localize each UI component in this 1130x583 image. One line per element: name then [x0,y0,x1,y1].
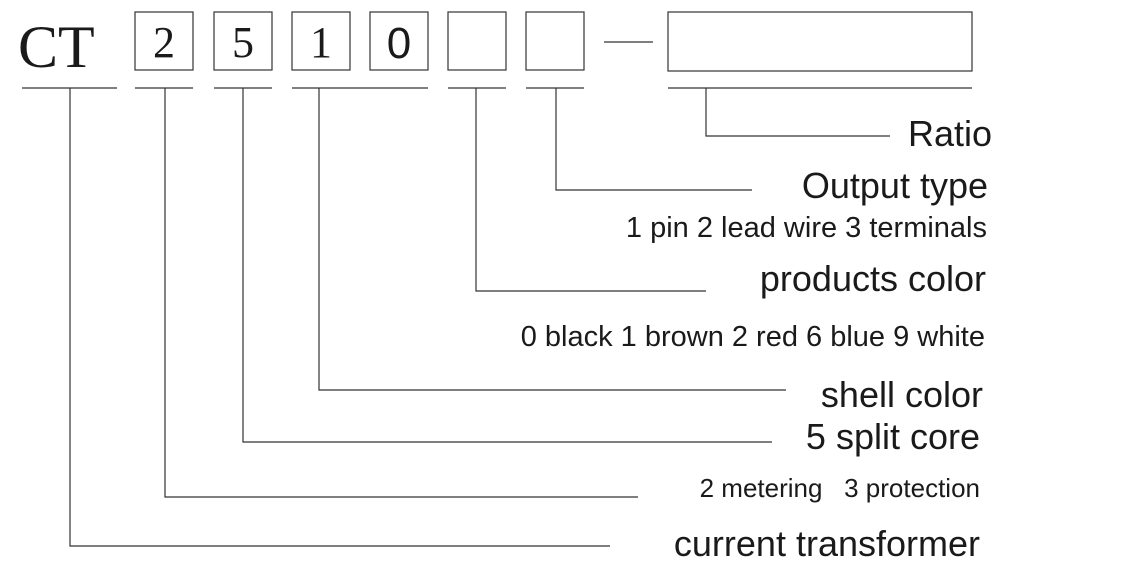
label-shell-color: shell color [821,374,983,415]
code-box-3 [291,11,351,71]
leader-split-core [242,88,772,443]
label-usage-options: 2 metering 3 protection [700,473,980,503]
leader-shell-color [318,88,786,391]
label-products-color-options: 0 black 1 brown 2 red 6 blue 9 white [521,321,985,353]
code-digit-2: 5 [232,18,254,67]
code-box-1 [134,11,194,71]
label-current-transformer: current transformer [674,523,980,564]
code-prefix: CT [18,14,95,80]
code-box-2 [213,11,273,71]
leader-products-color [475,88,706,292]
label-output-type-options: 1 pin 2 lead wire 3 terminals [626,212,987,244]
leader-current-transformer [69,88,610,547]
label-ratio: Ratio [908,113,992,154]
code-digit-4: 0 [387,19,411,68]
leader-output-type [555,88,752,191]
leader-ratio [705,88,890,137]
label-output-type: Output type [802,165,988,206]
code-digit-1: 2 [153,18,175,67]
ratio-box [667,11,973,72]
label-split-core: 5 split core [806,416,980,457]
code-box-6 [525,11,585,71]
label-products-color: products color [760,258,986,299]
code-box-4 [369,11,429,71]
code-digit-3: 1 [310,18,332,67]
code-box-5 [447,11,507,71]
leader-usage [164,88,638,498]
